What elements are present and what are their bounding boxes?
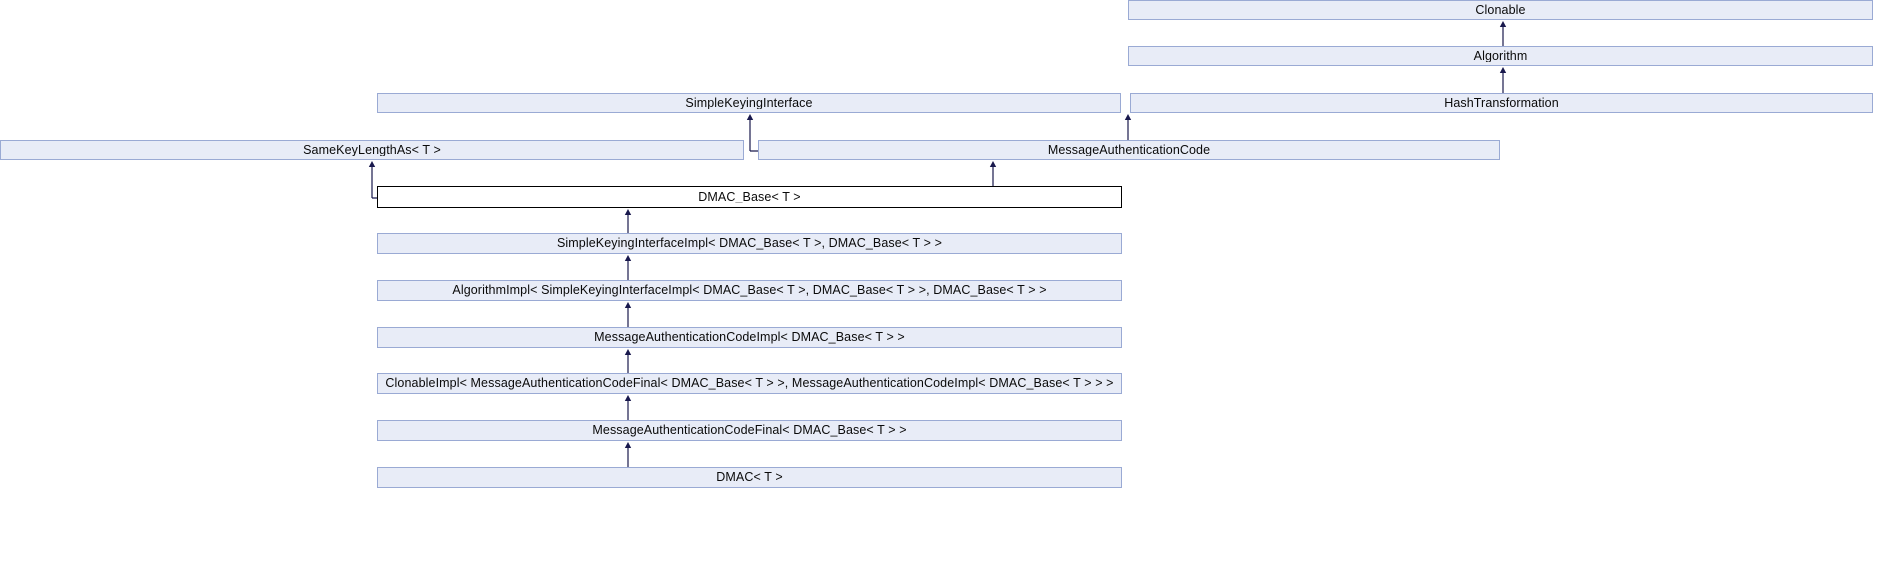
class-node-clonable[interactable]: Clonable [1128, 0, 1873, 20]
edge-macfinal-to-clonableimpl [624, 395, 632, 420]
class-node-label: Clonable [1475, 3, 1526, 17]
class-node-label: MessageAuthenticationCodeImpl< DMAC_Base… [594, 331, 905, 344]
edge-ski-impl-to-dmacbase [624, 209, 632, 233]
class-node-dmac[interactable]: DMAC< T > [377, 467, 1122, 488]
class-node-simple-keying-interface[interactable]: SimpleKeyingInterface [377, 93, 1121, 113]
class-node-label: SimpleKeyingInterfaceImpl< DMAC_Base< T … [556, 237, 943, 250]
class-node-algorithm[interactable]: Algorithm [1128, 46, 1873, 66]
class-node-label: DMAC_Base< T > [698, 190, 801, 204]
class-node-label: AlgorithmImpl< SimpleKeyingInterfaceImpl… [452, 284, 1047, 297]
edge-clonableimpl-to-macimpl [624, 349, 632, 373]
edge-algorithm-to-clonable [1499, 21, 1507, 46]
edge-mac-to-hashtransformation [1124, 114, 1132, 140]
class-node-label: ClonableImpl< MessageAuthenticationCodeF… [385, 377, 1114, 390]
class-node-label: Algorithm [1473, 49, 1528, 63]
class-node-clonable-impl[interactable]: ClonableImpl< MessageAuthenticationCodeF… [377, 373, 1122, 394]
class-node-message-authentication-code-final[interactable]: MessageAuthenticationCodeFinal< DMAC_Bas… [377, 420, 1122, 441]
class-node-hash-transformation[interactable]: HashTransformation [1130, 93, 1873, 113]
class-node-label: SimpleKeyingInterface [685, 96, 813, 110]
class-node-label: DMAC< T > [716, 471, 783, 484]
class-node-message-authentication-code-impl[interactable]: MessageAuthenticationCodeImpl< DMAC_Base… [377, 327, 1122, 348]
class-node-label: SameKeyLengthAs< T > [303, 143, 441, 157]
class-node-message-authentication-code[interactable]: MessageAuthenticationCode [758, 140, 1500, 160]
class-node-label: MessageAuthenticationCodeFinal< DMAC_Bas… [592, 424, 907, 437]
class-node-same-key-length-as[interactable]: SameKeyLengthAs< T > [0, 140, 744, 160]
class-node-label: MessageAuthenticationCode [1047, 143, 1211, 157]
edge-macimpl-to-algorithmimpl [624, 302, 632, 327]
edge-algorithmimpl-to-skiimpl [624, 255, 632, 280]
class-node-label: HashTransformation [1444, 96, 1559, 110]
class-node-dmac-base[interactable]: DMAC_Base< T > [377, 186, 1122, 208]
edge-dmacbase-to-mac [989, 161, 997, 186]
class-node-algorithm-impl[interactable]: AlgorithmImpl< SimpleKeyingInterfaceImpl… [377, 280, 1122, 301]
edge-dmac-to-macfinal [624, 442, 632, 467]
edge-hashtransformation-to-algorithm [1499, 67, 1507, 93]
class-node-simple-keying-interface-impl[interactable]: SimpleKeyingInterfaceImpl< DMAC_Base< T … [377, 233, 1122, 254]
